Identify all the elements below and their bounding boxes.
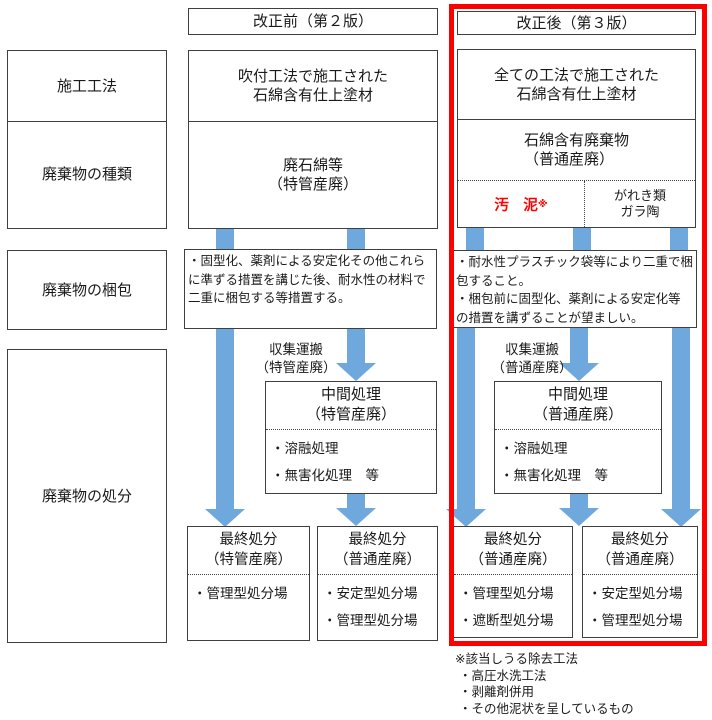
sludge-note-mark: ※ — [537, 198, 548, 210]
down-connector — [466, 227, 484, 251]
before-final-right-item: ・管理型処分場 — [323, 613, 418, 628]
after-final-left-item: ・遮断型処分場 — [459, 613, 554, 628]
after-waste-subtypes: 汚 泥※ がれき類 ガラ陶 — [458, 180, 695, 227]
header-after-revision: 改正後（第３版） — [457, 11, 696, 35]
header-before-revision: 改正前（第２版） — [188, 8, 438, 35]
after-final-right-item: ・安定型処分場 — [588, 586, 683, 601]
after-final-disposal-right-box: 最終処分 （普通産廃） ・安定型処分場 ・管理型処分場 — [582, 526, 698, 638]
before-intermediate-item: ・溶融処理 — [271, 441, 339, 456]
down-connector — [347, 227, 365, 250]
row-label-construction-method: 施工工法 — [7, 50, 167, 122]
before-method-text: 吹付工法で施工された 石綿含有仕上塗材 — [237, 68, 388, 104]
down-arrow-head — [559, 508, 599, 526]
footnote-item: ・剥離剤併用 — [459, 685, 535, 699]
down-arrow-shaft — [570, 494, 588, 509]
footnote-item: ・高圧水洗工法 — [459, 668, 547, 683]
down-arrow-shaft — [216, 328, 234, 509]
footnote-title: ※該当しうる除去工法 — [455, 652, 578, 666]
after-final-left-item: ・管理型処分場 — [459, 586, 554, 601]
footnote-item: ・その他泥状を呈しているもの — [459, 701, 634, 716]
down-arrow-head — [661, 509, 701, 527]
down-arrow-head — [446, 509, 486, 527]
row-label-text: 施工工法 — [56, 77, 117, 95]
before-transport-label: 収集運搬 （特管産廃） — [255, 342, 337, 375]
row-label-waste-packing: 廃棄物の梱包 — [7, 250, 167, 330]
after-packing-text: ・耐水性プラスチック袋等により二重で梱包すること。 ・梱包前に固型化、薬剤による… — [456, 255, 694, 325]
down-connector — [216, 227, 234, 250]
down-arrow-head — [205, 509, 245, 527]
row-label-text: 廃棄物の処分 — [41, 487, 132, 505]
before-intermediate-item: ・無害化処理 等 — [271, 468, 379, 483]
after-final-right-title: 最終処分 （普通産廃） — [583, 527, 697, 575]
row-label-waste-disposal: 廃棄物の処分 — [7, 349, 167, 643]
after-method-box: 全ての工法で施工された 石綿含有仕上塗材 — [457, 49, 696, 120]
row-label-text: 廃棄物の種類 — [41, 166, 132, 183]
after-intermediate-item: ・無害化処理 等 — [500, 468, 608, 483]
header-after-text: 改正後（第３版） — [516, 14, 637, 32]
down-arrow-shaft — [457, 328, 475, 509]
down-arrow-head — [559, 363, 599, 381]
before-final-right-item: ・安定型処分場 — [323, 586, 418, 601]
after-final-left-title: 最終処分 （普通産廃） — [454, 527, 572, 575]
before-waste-type-box: 廃石綿等 （特管産廃） — [188, 120, 438, 229]
before-method-box: 吹付工法で施工された 石綿含有仕上塗材 — [188, 50, 438, 122]
before-packing-text: ・固型化、薬剤による安定化その他これらに準ずる措置を講じた後、耐水性の材料で二重… — [188, 254, 426, 305]
after-final-right-item: ・管理型処分場 — [588, 613, 683, 628]
down-connector — [573, 227, 591, 251]
after-transport-label: 収集運搬 （普通産廃） — [491, 342, 573, 375]
after-packing-box: ・耐水性プラスチック袋等により二重で梱包すること。 ・梱包前に固型化、薬剤による… — [452, 250, 697, 328]
down-arrow-shaft — [347, 328, 365, 363]
after-intermediate-treatment-box: 中間処理 （普通産廃） ・溶融処理 ・無害化処理 等 — [494, 381, 662, 494]
row-label-waste-type: 廃棄物の種類 — [7, 120, 167, 229]
row-label-text: 廃棄物の梱包 — [41, 281, 132, 299]
before-final-disposal-ordinary-box: 最終処分 （普通産廃） ・安定型処分場 ・管理型処分場 — [317, 526, 438, 641]
after-method-text: 全ての工法で施工された 石綿含有仕上塗材 — [493, 66, 659, 103]
after-intermediate-title: 中間処理 （普通産廃） — [495, 382, 661, 430]
down-arrow-head — [336, 363, 376, 381]
after-waste-type-text: 石綿含有廃棄物 （普通産廃） — [523, 132, 629, 168]
after-waste-sludge-cell: 汚 泥※ — [458, 181, 585, 227]
before-packing-box: ・固型化、薬剤による安定化その他これらに準ずる措置を講じた後、耐水性の材料で二重… — [184, 249, 437, 329]
after-waste-type-box: 石綿含有廃棄物 （普通産廃） 汚 泥※ がれき類 ガラ陶 — [457, 119, 696, 228]
before-waste-type-text: 廃石綿等 （特管産廃） — [267, 156, 358, 193]
before-final-left-title: 最終処分 （特管産廃） — [188, 527, 309, 575]
down-arrow-shaft — [672, 328, 690, 509]
after-final-disposal-left-box: 最終処分 （普通産廃） ・管理型処分場 ・遮断型処分場 — [453, 526, 573, 638]
before-final-left-item: ・管理型処分場 — [193, 586, 288, 601]
footnote: ※該当しうる除去工法 ・高圧水洗工法 ・剥離剤併用 ・その他泥状を呈しているもの — [455, 651, 710, 717]
down-arrow-head — [336, 508, 376, 526]
sludge-label: 汚 泥 — [494, 197, 538, 214]
after-intermediate-item: ・溶融処理 — [500, 441, 568, 456]
down-connector — [670, 227, 688, 251]
down-arrow-shaft — [570, 328, 588, 363]
before-intermediate-treatment-box: 中間処理 （特管産廃） ・溶融処理 ・無害化処理 等 — [265, 381, 437, 494]
before-final-right-title: 最終処分 （普通産廃） — [318, 527, 437, 575]
header-before-text: 改正前（第２版） — [252, 13, 373, 30]
down-arrow-shaft — [347, 494, 365, 509]
after-waste-debris-cell: がれき類 ガラ陶 — [613, 188, 666, 219]
before-intermediate-title: 中間処理 （特管産廃） — [266, 382, 436, 430]
before-final-disposal-special-box: 最終処分 （特管産廃） ・管理型処分場 — [187, 526, 310, 641]
